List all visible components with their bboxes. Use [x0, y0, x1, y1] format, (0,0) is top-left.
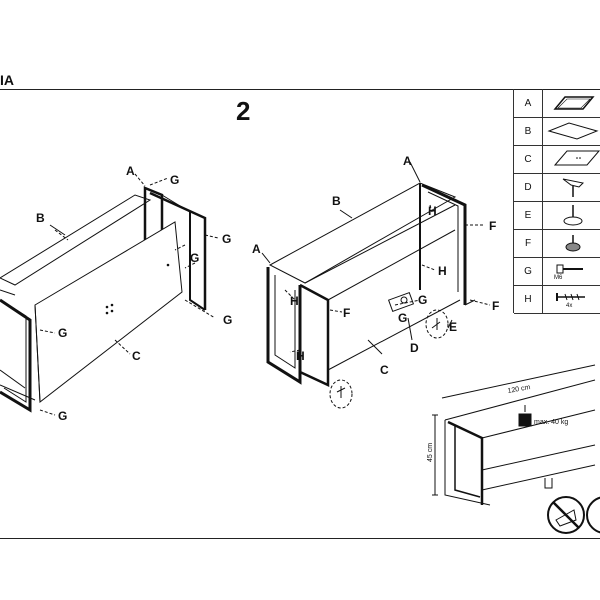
- left-label-b: B: [36, 211, 45, 225]
- right-label-f-1: F: [489, 219, 496, 233]
- parts-letter: H: [514, 285, 543, 313]
- right-label-e: E: [449, 320, 457, 334]
- parts-letter: E: [514, 201, 543, 229]
- parts-letter: A: [514, 89, 543, 117]
- right-label-c: C: [380, 363, 389, 377]
- right-label-h-1: H: [428, 204, 437, 218]
- left-label-g-5: G: [58, 326, 67, 340]
- left-label-g-6: G: [58, 409, 67, 423]
- screw-icon: [556, 293, 585, 301]
- back-panel-icon: [553, 150, 600, 166]
- parts-letter: G: [514, 257, 543, 285]
- parts-row-h: H 4x: [514, 285, 600, 314]
- height-dimension: 45 cm: [427, 443, 434, 462]
- leg-connector-icon: [562, 178, 585, 197]
- page-title: IA: [0, 72, 14, 88]
- title-divider: [0, 89, 600, 90]
- parts-row-e: E: [514, 201, 600, 230]
- top-board: [268, 182, 457, 284]
- no-climbing-icon: [547, 496, 585, 534]
- right-label-a-2: A: [252, 242, 261, 256]
- left-label-g-4: G: [223, 313, 232, 327]
- width-dimension: 120 cm: [507, 384, 531, 395]
- parts-letter: F: [514, 229, 543, 257]
- right-label-d: D: [410, 341, 419, 355]
- parts-row-d: D: [514, 173, 600, 202]
- parts-letter: C: [514, 145, 543, 173]
- parts-note: M6: [554, 275, 563, 281]
- dimension-drawing: [432, 364, 596, 506]
- left-label-g-1: G: [170, 173, 179, 187]
- right-label-h-3: H: [290, 294, 299, 308]
- left-label-a: A: [126, 164, 135, 178]
- adjustable-foot-icon: [563, 205, 583, 226]
- max-load-label: max. 40 kg: [534, 419, 568, 426]
- parts-row-g: G M6: [514, 257, 600, 286]
- parts-note: 4x: [566, 303, 573, 309]
- step-number: 2: [236, 96, 251, 126]
- bottom-divider: [0, 538, 600, 539]
- bolt-icon: [556, 264, 583, 274]
- right-label-h-2: H: [438, 264, 447, 278]
- left-label-g-3: G: [190, 251, 199, 265]
- right-label-g-2: G: [398, 311, 407, 325]
- right-label-f-3: F: [343, 306, 350, 320]
- right-label-f-2: F: [492, 299, 499, 313]
- right-assembled-view: [261, 161, 491, 409]
- glide-foot-icon: [565, 235, 581, 252]
- parts-letter: B: [514, 117, 543, 145]
- right-label-b: B: [332, 194, 341, 208]
- parts-row-a: A: [514, 89, 600, 118]
- right-label-a-1: A: [403, 154, 412, 168]
- shelf-panel-icon: [547, 122, 599, 140]
- top-panel-icon: [553, 96, 595, 110]
- parts-row-f: F: [514, 229, 600, 258]
- left-label-c: C: [132, 349, 141, 363]
- panel-c: [34, 221, 183, 403]
- left-label-g-2: G: [222, 232, 231, 246]
- parts-row-c: C: [514, 145, 600, 174]
- safety-icon: [586, 496, 600, 534]
- parts-table: A B C D E F G M6 H 4x: [513, 89, 600, 314]
- parts-row-b: B: [514, 117, 600, 146]
- right-label-g-1: G: [418, 293, 427, 307]
- panel-b: [0, 194, 152, 286]
- left-exploded-view: [0, 173, 219, 416]
- parts-letter: D: [514, 173, 543, 201]
- right-label-h-4: H: [296, 349, 305, 363]
